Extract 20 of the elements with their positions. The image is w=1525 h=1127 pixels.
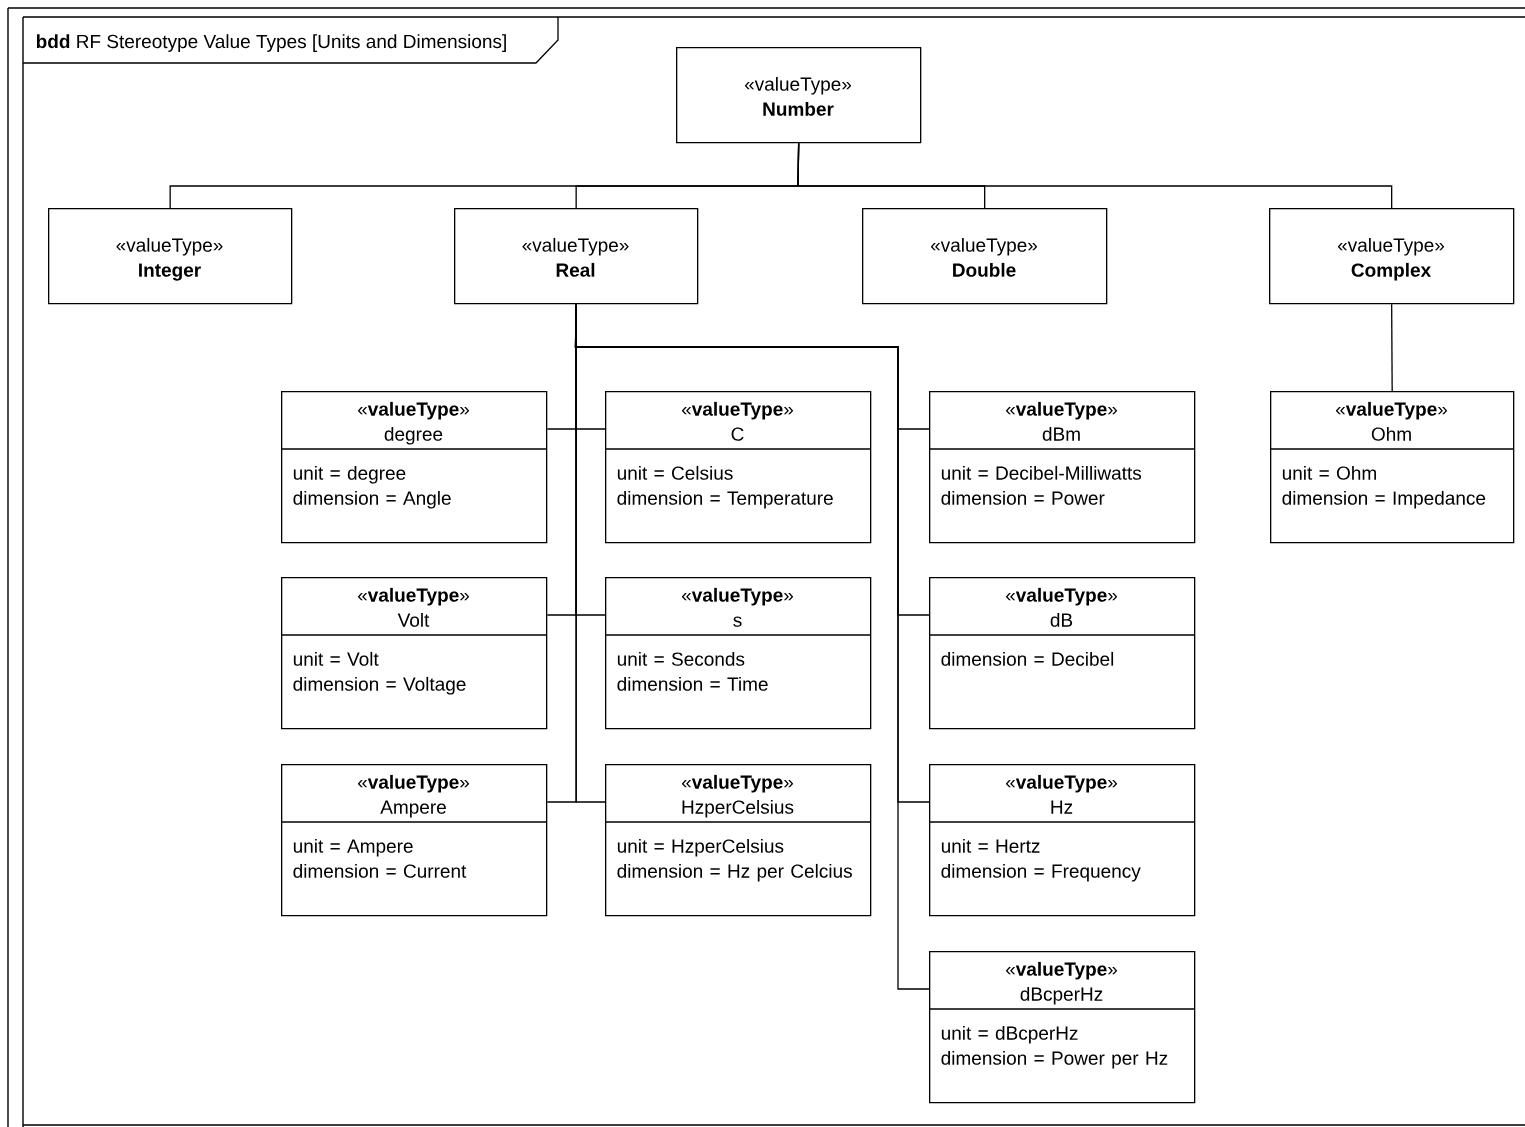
value-type-block: «valueType» dBm unit = Decibel-Milliwatts dimension = Power	[928, 391, 1196, 544]
value-type-box: «valueType» Complex	[1269, 208, 1515, 305]
connector-line	[1391, 303, 1393, 392]
value-type-box: «valueType» Real	[454, 208, 699, 305]
value-type-block: «valueType» Ampere unit = Ampere dimension = Current	[280, 764, 548, 917]
connector-line	[574, 303, 930, 990]
value-type-box: «valueType» Double	[862, 208, 1108, 305]
connector-line	[797, 142, 1393, 209]
value-type-block: «valueType» Ohm unit = Ohm dimension = Impedance	[1269, 391, 1515, 544]
value-type-block: «valueType» Volt unit = Volt dimension = Voltage	[280, 577, 548, 730]
value-type-block: «valueType» dB dimension = Decibel	[928, 577, 1196, 730]
value-type-box: «valueType» Number	[676, 47, 922, 144]
value-type-block: «valueType» C unit = Celsius dimension = Temperature	[604, 391, 872, 544]
frame-title: bdd RF Stereotype Value Types [Units and Dimensions]	[22, 16, 559, 64]
value-type-block: «valueType» HzperCelsius unit = HzperCelsius dimension = Hz per Celcius	[604, 764, 872, 917]
value-type-box: «valueType» Integer	[48, 208, 293, 305]
value-type-block: «valueType» dBcperHz unit = dBcperHz dimension = Power per Hz	[928, 951, 1196, 1104]
value-type-block: «valueType» s unit = Seconds dimension = Time	[604, 577, 872, 730]
value-type-block: «valueType» degree unit = degree dimension = Angle	[280, 391, 548, 544]
value-type-block: «valueType» Hz unit = Hertz dimension = Frequency	[928, 764, 1196, 917]
